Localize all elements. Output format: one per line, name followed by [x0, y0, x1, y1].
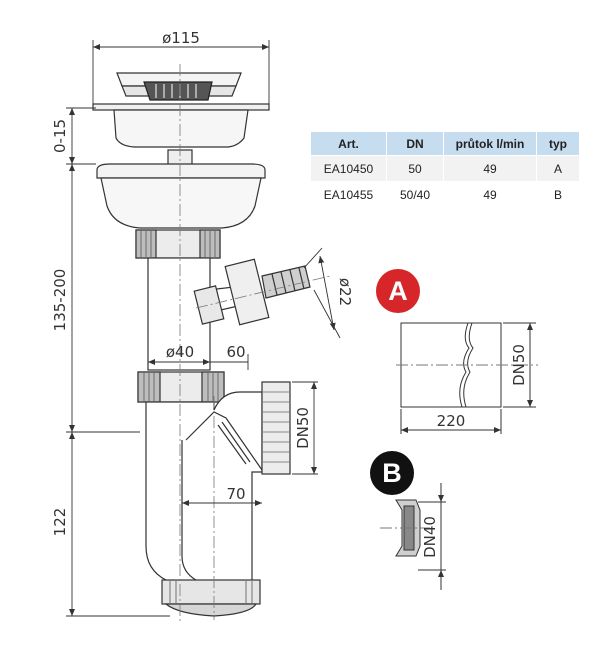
- bottom-cap: [161, 579, 261, 617]
- cell-type: A: [536, 155, 580, 182]
- detail-b-badge: B: [370, 451, 414, 495]
- dim-22: ø22: [336, 278, 354, 306]
- header-dn: DN: [386, 131, 444, 156]
- header-flow: průtok l/min: [443, 131, 537, 156]
- dim-40: ø40: [166, 343, 194, 361]
- cell-dn: 50: [386, 155, 444, 182]
- strainer: [92, 72, 270, 167]
- dim-115: ø115: [162, 29, 200, 47]
- cell-flow: 49: [443, 155, 537, 182]
- cell-type: B: [536, 181, 580, 208]
- detail-a-width: 220: [437, 412, 466, 430]
- header-type: typ: [536, 131, 580, 156]
- spec-table: Art. DN průtok l/min typ EA10450 50 49 A…: [310, 131, 580, 208]
- detail-b-drawing: [380, 483, 446, 590]
- cell-dn: 50/40: [386, 181, 444, 208]
- cell-art: EA10450: [310, 155, 387, 182]
- detail-a-dn: DN50: [510, 344, 528, 386]
- table-row: EA10455 50/40 49 B: [310, 181, 580, 208]
- middle-nut: [137, 371, 225, 403]
- waste-bowl: [96, 163, 266, 229]
- dim-135-200: 135-200: [51, 269, 69, 332]
- dim-122: 122: [51, 508, 69, 537]
- dim-dn50-main: DN50: [294, 407, 312, 449]
- dim-0-15: 0-15: [51, 119, 69, 153]
- table-row: EA10450 50 49 A: [310, 155, 580, 182]
- dimension-lines: [66, 40, 341, 617]
- cell-art: EA10455: [310, 181, 387, 208]
- table-header-row: Art. DN průtok l/min typ: [310, 131, 580, 156]
- detail-b-dn: DN40: [421, 516, 439, 558]
- detail-a-drawing: [396, 322, 538, 434]
- dim-70: 70: [226, 485, 245, 503]
- dim-60: 60: [226, 343, 245, 361]
- detail-a-badge: A: [376, 269, 420, 313]
- hose-connector: [193, 258, 311, 326]
- upper-nut: [135, 229, 221, 259]
- bottle-trap: [145, 381, 291, 591]
- cell-flow: 49: [443, 181, 537, 208]
- centre-lines: [179, 64, 331, 622]
- header-art: Art.: [310, 131, 387, 156]
